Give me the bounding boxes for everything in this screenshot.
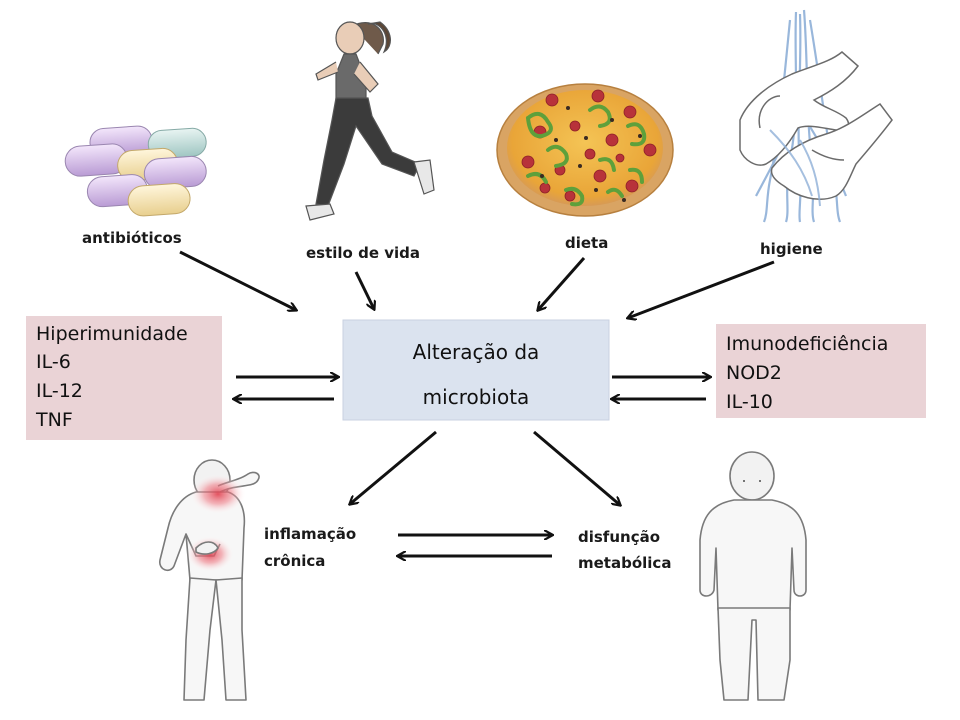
left-item-tnf: TNF — [35, 409, 73, 431]
label-diet: dieta — [565, 234, 608, 252]
center-title-line1: Alteração da — [413, 340, 540, 364]
left-box — [26, 316, 222, 440]
left-item-hyperimmunity: Hiperimunidade — [36, 323, 188, 345]
influence-arrows — [179, 250, 775, 318]
right-item-immunodeficiency: Imunodeficiência — [726, 333, 888, 355]
label-lifestyle: estilo de vida — [306, 244, 420, 262]
label-metabolic-line2: metabólica — [578, 554, 671, 572]
label-metabolic-line1: disfunção — [578, 528, 660, 546]
left-item-il6: IL-6 — [36, 351, 71, 373]
arrow-diet-to-center — [538, 257, 586, 310]
label-hygiene: higiene — [760, 240, 823, 258]
arrow-lifestyle-to-center — [354, 271, 374, 309]
pizza-icon — [496, 83, 674, 217]
back-pain-person-icon — [159, 459, 260, 701]
arrow-center-to-inflammation — [350, 430, 437, 504]
right-box — [716, 324, 926, 418]
label-inflammation-line1: inflamação — [264, 525, 356, 543]
arrow-hygiene-to-center — [628, 260, 775, 318]
arrow-center-to-metabolic — [533, 430, 620, 505]
center-title-line2: microbiota — [423, 385, 530, 409]
runner-icon — [305, 21, 435, 221]
left-item-il12: IL-12 — [36, 380, 83, 402]
pills-icon — [64, 125, 207, 217]
right-item-nod2: NOD2 — [726, 362, 782, 384]
arrow-antibiotics-to-center — [179, 250, 296, 310]
handwashing-icon — [739, 9, 893, 223]
label-antibiotics: antibióticos — [82, 229, 182, 247]
label-inflammation-line2: crônica — [264, 552, 325, 570]
obese-person-icon — [699, 451, 807, 701]
center-box — [342, 319, 610, 421]
right-item-il10: IL-10 — [726, 391, 773, 413]
